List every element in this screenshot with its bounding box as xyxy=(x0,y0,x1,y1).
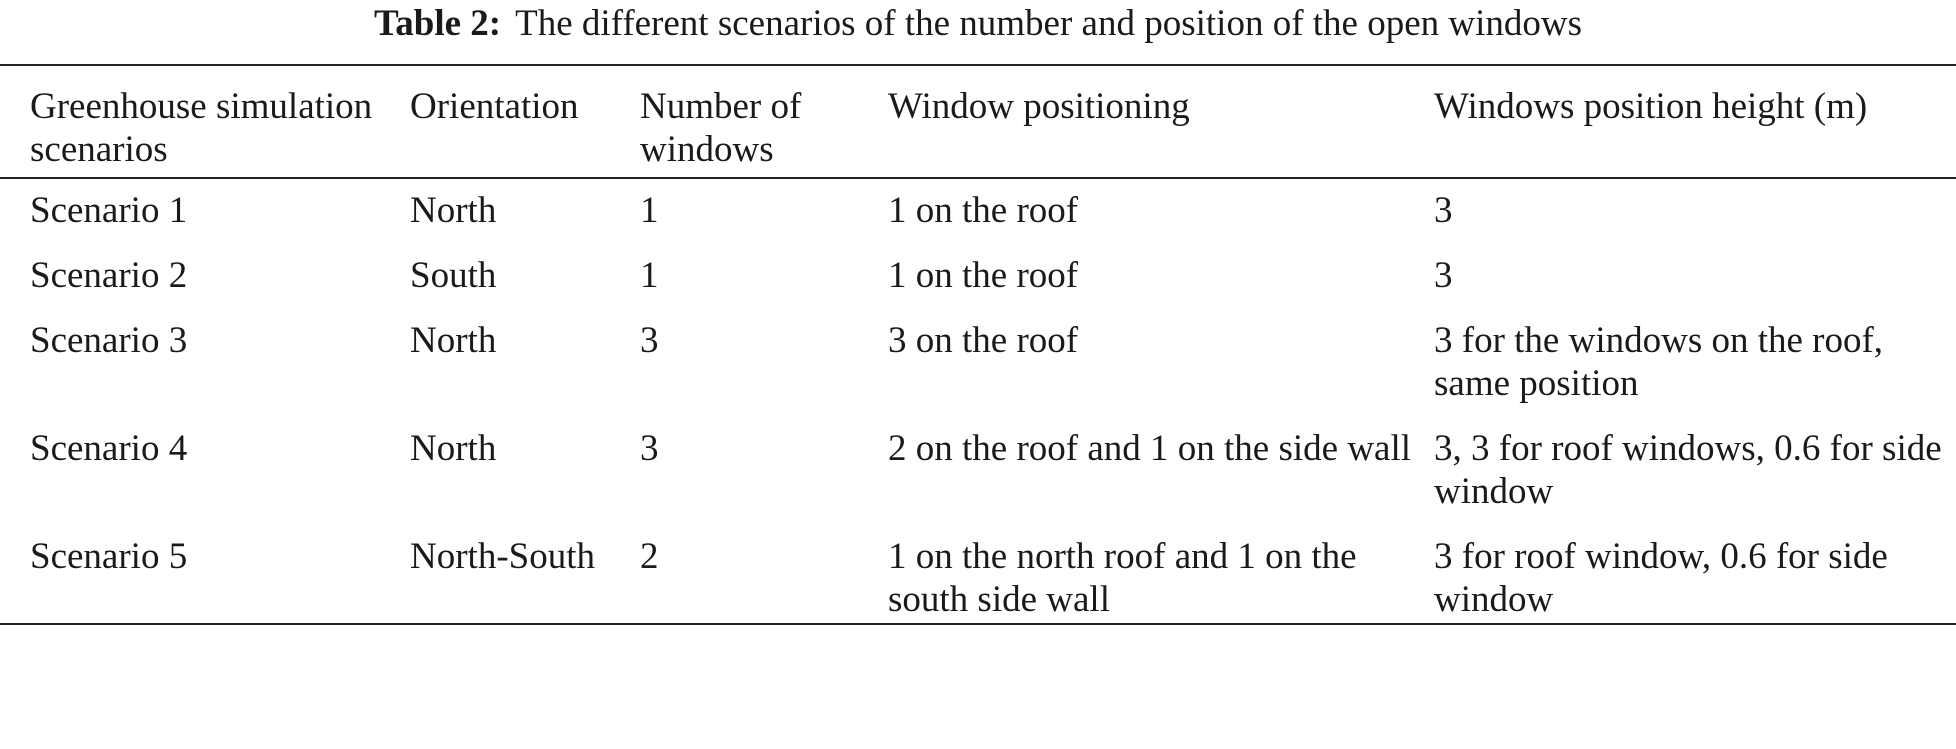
cell-orientation: North xyxy=(410,190,497,231)
cell-position-height: 3 xyxy=(1434,255,1453,296)
table-row: Scenario 1 North 1 1 on the roof 3 xyxy=(0,178,1956,243)
cell-window-positioning: 1 on the roof xyxy=(888,190,1079,231)
column-header-number-of-windows: Number of windows xyxy=(640,86,802,170)
cell-window-positioning: 1 on the roof xyxy=(888,255,1079,296)
caption-label: Table 2: xyxy=(373,3,502,44)
cell-scenario: Scenario 3 xyxy=(30,320,188,361)
table-row: Scenario 5 North-South 2 1 on the north … xyxy=(0,524,1956,624)
cell-orientation: North xyxy=(410,320,497,361)
cell-number-of-windows: 3 xyxy=(640,428,659,469)
cell-number-of-windows: 3 xyxy=(640,320,659,361)
caption-text: The different scenarios of the number an… xyxy=(515,3,1583,44)
cell-number-of-windows: 2 xyxy=(640,536,659,577)
table-row: Scenario 2 South 1 1 on the roof 3 xyxy=(0,243,1956,308)
cell-window-positioning: 3 on the roof xyxy=(888,320,1079,361)
column-header-window-positioning: Window positioning xyxy=(888,86,1190,127)
table-row: Scenario 3 North 3 3 on the roof 3 for t… xyxy=(0,308,1956,416)
cell-orientation: North xyxy=(410,428,497,469)
cell-position-height: 3 for roof window, 0.6 for side window xyxy=(1434,536,1888,620)
cell-orientation: North-South xyxy=(410,536,595,577)
cell-position-height: 3 for the windows on the roof, same posi… xyxy=(1434,320,1884,404)
column-header-scenarios: Greenhouse simulation scenarios xyxy=(30,86,373,170)
cell-position-height: 3 xyxy=(1434,190,1453,231)
cell-position-height: 3, 3 for roof windows, 0.6 for side wind… xyxy=(1434,428,1942,512)
table-row: Scenario 4 North 3 2 on the roof and 1 o… xyxy=(0,416,1956,524)
cell-scenario: Scenario 2 xyxy=(30,255,188,296)
cell-number-of-windows: 1 xyxy=(640,255,659,296)
cell-window-positioning: 2 on the roof and 1 on the side wall xyxy=(888,428,1412,469)
cell-scenario: Scenario 4 xyxy=(30,428,188,469)
column-header-position-height: Windows position height (m) xyxy=(1434,86,1868,127)
column-header-orientation: Orientation xyxy=(410,86,579,127)
cell-scenario: Scenario 5 xyxy=(30,536,188,577)
table-caption: Table 2: The different scenarios of the n… xyxy=(0,0,1956,46)
cell-scenario: Scenario 1 xyxy=(30,190,188,231)
cell-number-of-windows: 1 xyxy=(640,190,659,231)
cell-window-positioning: 1 on the north roof and 1 on the south s… xyxy=(888,536,1357,620)
header-row: Greenhouse simulation scenarios Orientat… xyxy=(0,65,1956,178)
cell-orientation: South xyxy=(410,255,497,296)
scenarios-table: Greenhouse simulation scenarios Orientat… xyxy=(0,64,1956,625)
